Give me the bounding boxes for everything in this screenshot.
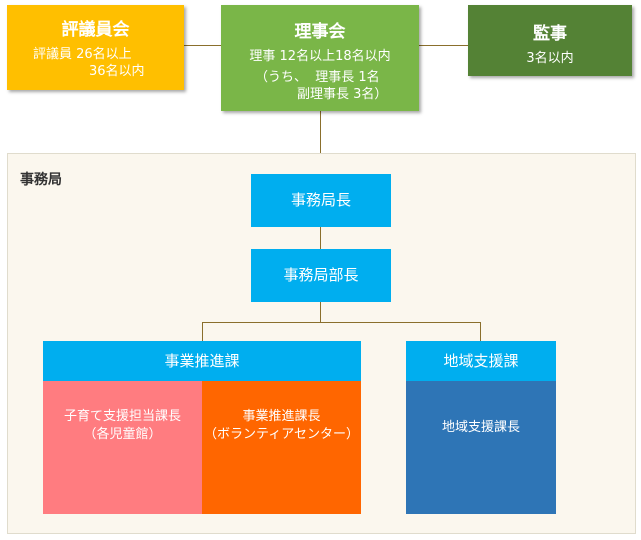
office-chief-box: 事務局長: [251, 174, 391, 227]
board-line-2: （うち、 理事長 1名: [255, 70, 380, 85]
region-section-header: 地域支援課: [406, 341, 556, 381]
auditor-box: 監事 3名以内: [468, 5, 632, 76]
promotion-section-header: 事業推進課: [43, 341, 361, 381]
auditor-line-1: 3名以内: [526, 51, 574, 66]
childcare-manager-box: 子育て支援担当課長 （各児童館）: [43, 381, 202, 514]
connector-board-office: [320, 111, 321, 153]
board-line-1: 理事 12名以上18名以内: [249, 49, 391, 64]
board-box: 理事会 理事 12名以上18名以内 （うち、 理事長 1名 副理事長 3名）: [221, 5, 419, 111]
region-line-1: 地域支援課長: [441, 420, 520, 435]
childcare-line-2: （各児童館）: [83, 427, 162, 442]
connector-council-board: [184, 45, 221, 46]
auditor-title: 監事: [533, 24, 567, 44]
connector-branch-region: [480, 322, 481, 341]
region-manager-box: 地域支援課長: [406, 381, 556, 514]
promotion-manager-box: 事業推進課長 （ボランティアセンター）: [202, 381, 361, 514]
office-deputy-box: 事務局部長: [251, 249, 391, 302]
council-line-1: 評議員 26名以上: [33, 47, 132, 62]
office-label: 事務局: [20, 172, 62, 188]
childcare-line-1: 子育て支援担当課長: [63, 409, 181, 424]
connector-branch-promotion: [202, 322, 203, 341]
promotion-line-2: （ボランティアセンター）: [204, 427, 359, 442]
promotion-line-1: 事業推進課長: [242, 409, 321, 424]
connector-deputy-branch: [320, 302, 321, 322]
council-title: 評議員会: [61, 20, 130, 40]
council-line-2: 36名以内: [89, 64, 145, 79]
council-box: 評議員会 評議員 26名以上 36名以内: [7, 5, 184, 90]
connector-board-auditor: [419, 45, 468, 46]
board-line-3: 副理事長 3名）: [297, 87, 388, 102]
connector-branch-horizontal: [202, 322, 481, 323]
connector-chief-deputy: [320, 227, 321, 249]
board-title: 理事会: [294, 22, 346, 42]
